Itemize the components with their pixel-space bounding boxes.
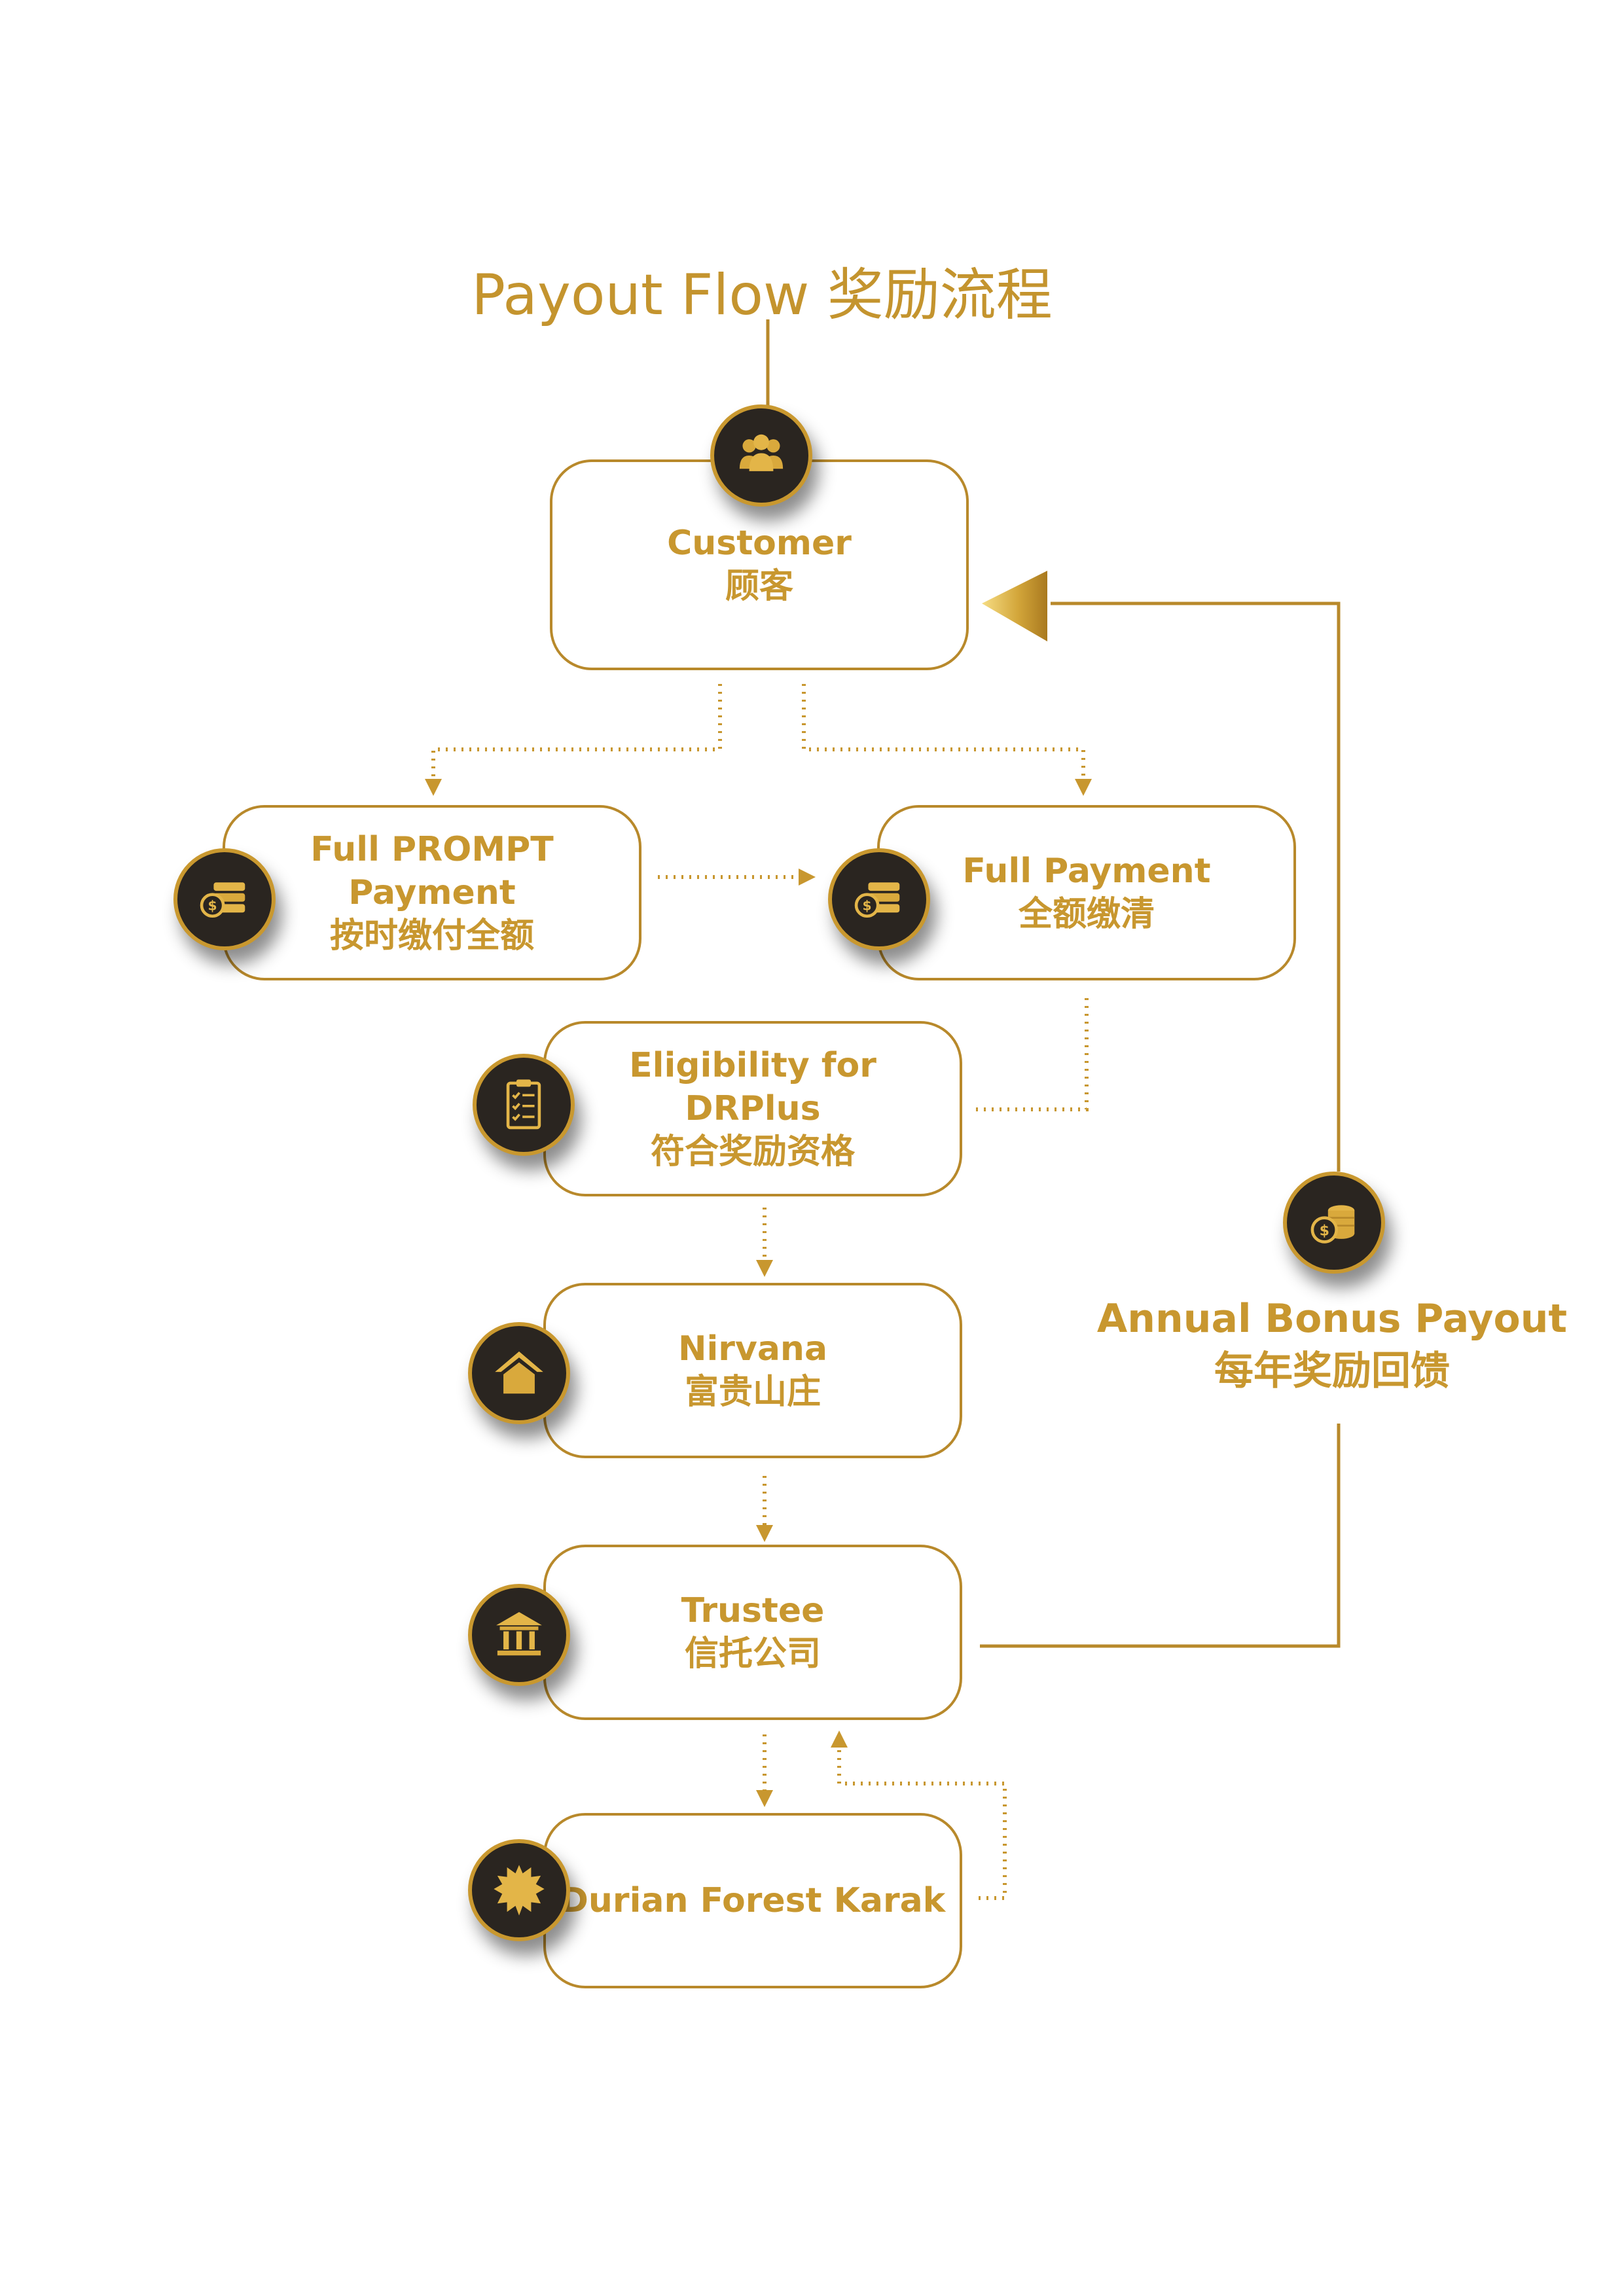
people-group-icon bbox=[710, 404, 812, 507]
coin-stack-icon: $ bbox=[173, 848, 276, 950]
full-payment-label-zh: 全额缴清 bbox=[1018, 895, 1155, 934]
bonus-return-line-lower bbox=[980, 1424, 1341, 1648]
eligibility-node: Eligibility for DRPlus 符合奖励资格 bbox=[543, 1021, 962, 1196]
full-payment-label-en: Full Payment bbox=[962, 852, 1211, 891]
durian-label-en: Durian Forest Karak bbox=[560, 1881, 946, 1920]
trustee-node: Trustee 信托公司 bbox=[543, 1545, 962, 1720]
house-icon bbox=[468, 1322, 570, 1424]
full-prompt-payment-node: Full PROMPT Payment 按时缴付全额 bbox=[223, 805, 641, 980]
nirvana-label-zh: 富贵山庄 bbox=[684, 1372, 821, 1412]
full-payment-node: Full Payment 全额缴清 bbox=[877, 805, 1296, 980]
arrow-customer-to-full-payment bbox=[802, 684, 1092, 796]
customer-node: Customer 顾客 bbox=[550, 459, 969, 670]
bonus-return-line-upper bbox=[1051, 601, 1341, 1172]
coins-icon: $ bbox=[1283, 1172, 1385, 1274]
connector-full-payment-to-eligibility bbox=[972, 998, 1089, 1111]
eligibility-label-zh: 符合奖励资格 bbox=[650, 1132, 855, 1172]
trustee-label-en: Trustee bbox=[681, 1591, 825, 1630]
trustee-label-zh: 信托公司 bbox=[684, 1634, 821, 1674]
nirvana-label-en: Nirvana bbox=[677, 1329, 828, 1369]
coin-stack-icon: $ bbox=[828, 848, 930, 950]
full-prompt-label-en: Full PROMPT Payment bbox=[310, 830, 554, 912]
page-title: Payout Flow 奖励流程 bbox=[471, 262, 1053, 328]
customer-label-en: Customer bbox=[667, 524, 852, 563]
arrow-durian-to-trustee bbox=[831, 1731, 1007, 1900]
arrow-customer-to-full-prompt bbox=[425, 684, 722, 796]
full-prompt-label-zh: 按时缴付全额 bbox=[329, 916, 534, 956]
nirvana-node: Nirvana 富贵山庄 bbox=[543, 1283, 962, 1458]
annual-bonus-label: Annual Bonus Payout 每年奖励回馈 bbox=[1083, 1293, 1581, 1397]
svg-text:$: $ bbox=[208, 898, 217, 914]
eligibility-label-en: Eligibility for DRPlus bbox=[629, 1046, 876, 1128]
svg-text:$: $ bbox=[863, 898, 872, 914]
starburst-seal-icon bbox=[468, 1839, 570, 1941]
bank-building-icon bbox=[468, 1584, 570, 1686]
durian-forest-node: Durian Forest Karak bbox=[543, 1813, 962, 1988]
annual-bonus-label-en: Annual Bonus Payout bbox=[1096, 1296, 1568, 1342]
annual-bonus-label-zh: 每年奖励回馈 bbox=[1214, 1348, 1450, 1394]
svg-text:$: $ bbox=[1320, 1223, 1329, 1239]
clipboard-checklist-icon bbox=[473, 1054, 575, 1156]
bonus-return-arrowhead bbox=[982, 571, 1047, 641]
customer-label-zh: 顾客 bbox=[725, 567, 793, 606]
